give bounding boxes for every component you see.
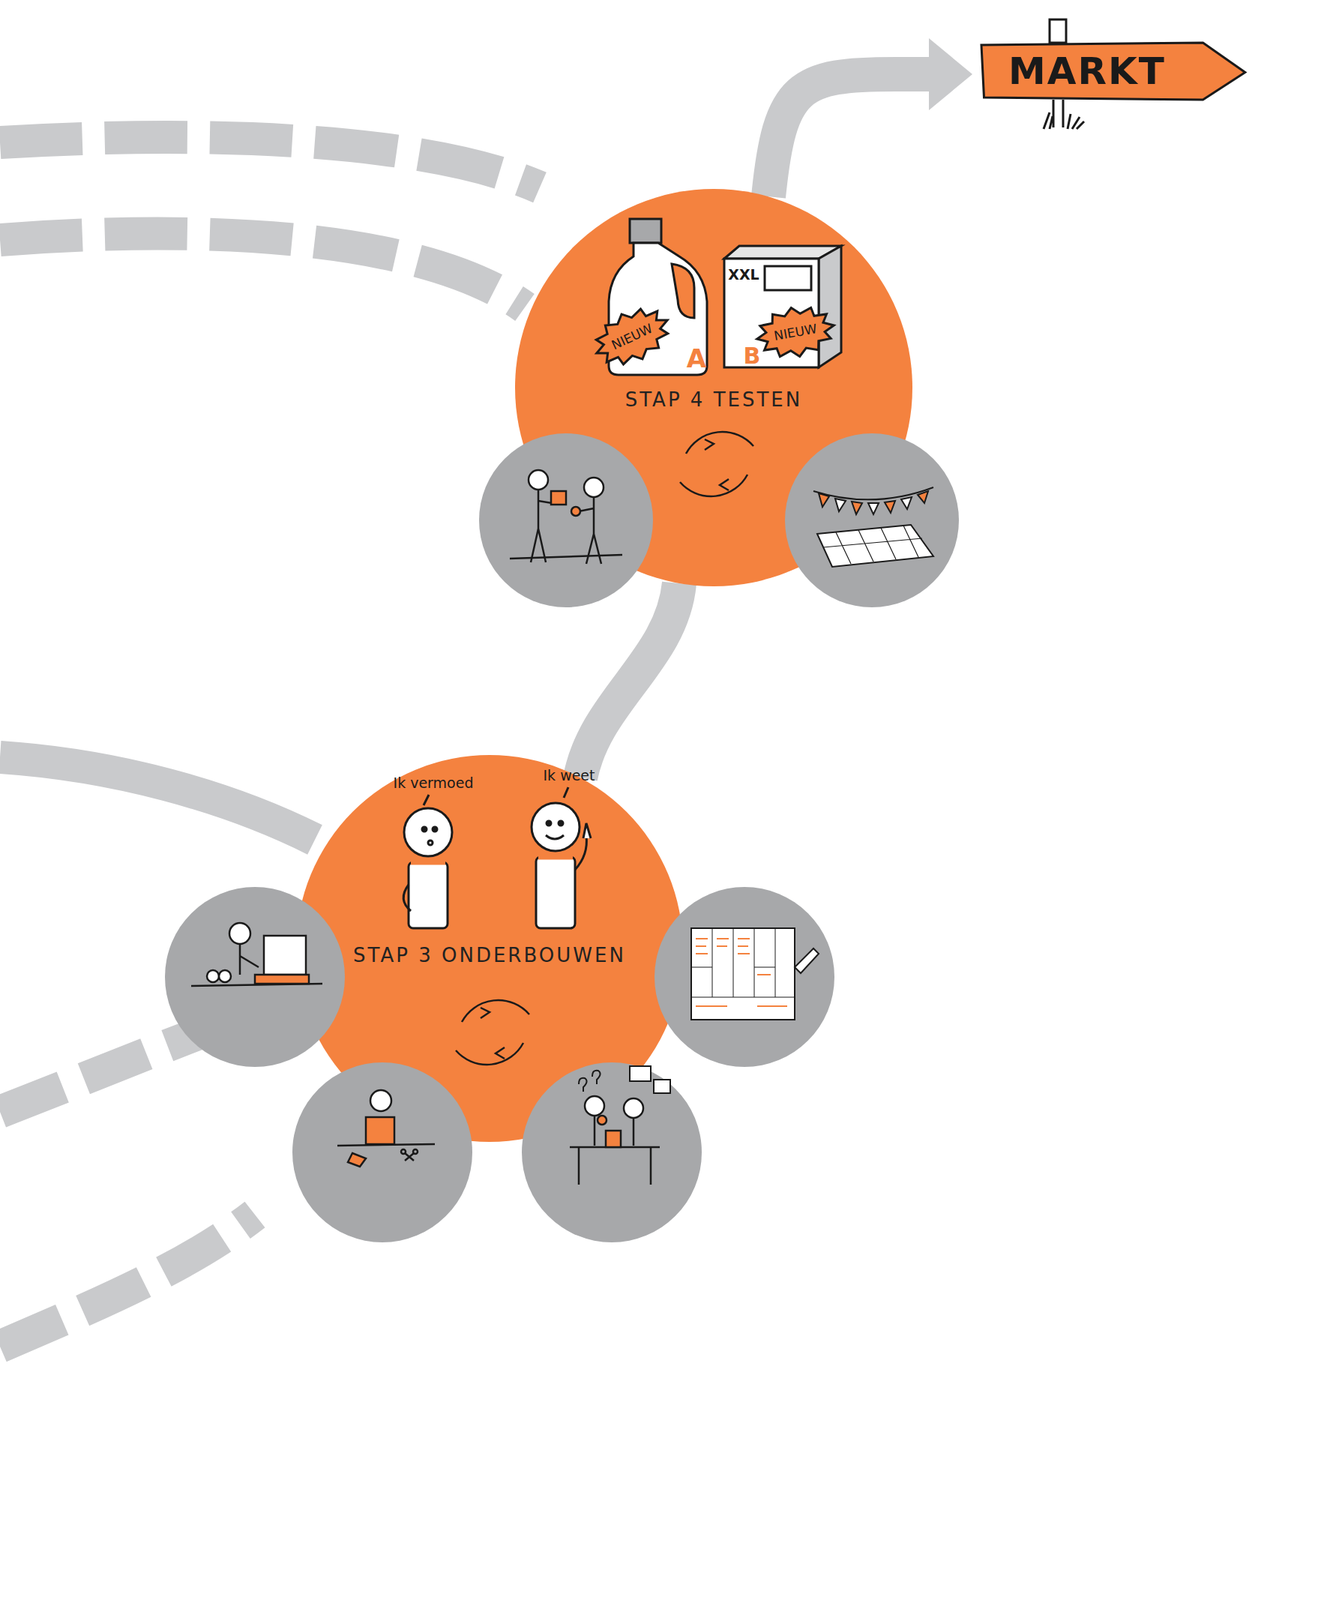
arrow-head xyxy=(928,38,973,111)
step-title-wrap: STAP 3 ONDERBOUWEN xyxy=(296,943,683,967)
bottle-product xyxy=(586,218,707,376)
box-product xyxy=(724,245,842,368)
sign-post xyxy=(1043,19,1085,129)
interview-scene xyxy=(569,1066,671,1185)
signpost-box: MARKT xyxy=(981,42,1246,100)
road xyxy=(0,757,315,840)
figures-vermoed-weet xyxy=(403,787,591,929)
dashed-road xyxy=(0,1214,255,1347)
illustration-label: Ik vermoed xyxy=(393,774,474,791)
illustration-label: Ik weet xyxy=(542,766,595,784)
road-connector xyxy=(580,583,680,778)
illustration-label: B xyxy=(743,342,761,369)
step-title: STAP 3 ONDERBOUWEN xyxy=(353,943,627,967)
step-title-wrap: STAP 4 TESTEN xyxy=(515,388,913,411)
road-connector xyxy=(768,74,935,197)
illustration-label: A xyxy=(686,343,707,374)
illustration-label: XXL xyxy=(727,266,759,283)
laptop-scene xyxy=(191,922,323,986)
grey-circles xyxy=(164,433,959,1243)
exchange-scene xyxy=(509,470,623,564)
sign-label: MARKT xyxy=(1008,49,1166,93)
crafting-scene xyxy=(337,1090,435,1167)
dashed-road xyxy=(0,233,525,308)
dashed-road xyxy=(0,137,540,188)
bunting-board-scene xyxy=(813,487,934,567)
sign-text-wrap: MARKT xyxy=(981,49,1166,93)
step-title: STAP 4 TESTEN xyxy=(625,388,803,411)
canvas-board-scene xyxy=(691,928,819,1020)
